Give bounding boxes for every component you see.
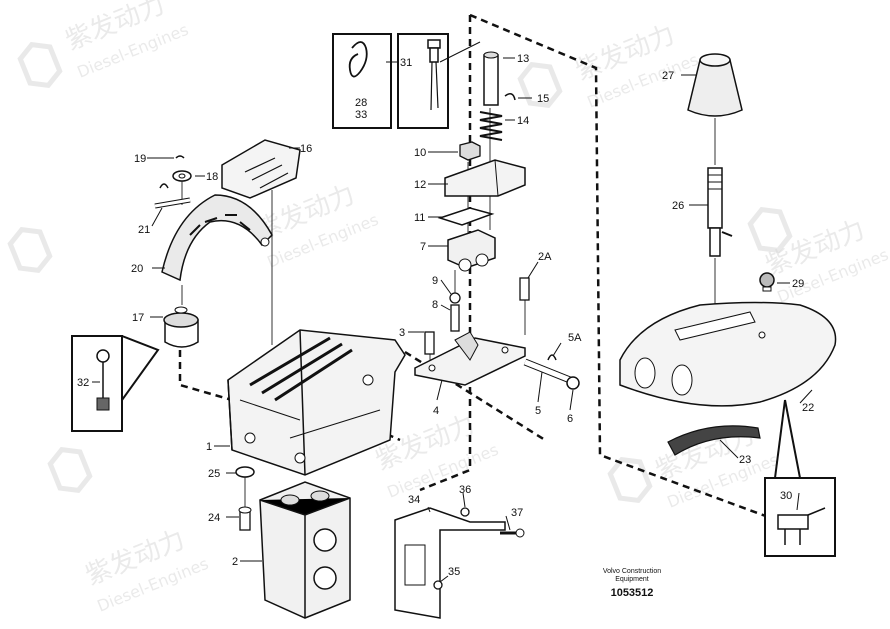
callout-25: 25 (208, 468, 220, 480)
callout-8: 8 (432, 299, 438, 311)
part-9-ball (449, 292, 461, 304)
part-26-shaft (707, 167, 733, 257)
part-18-washer (172, 170, 192, 182)
part-2A-bolt (519, 277, 530, 301)
part-6-washer (566, 376, 580, 390)
part-27-knob (687, 53, 743, 117)
callout-7: 7 (420, 241, 426, 253)
callout-12: 12 (414, 179, 426, 191)
callout-33: 33 (355, 109, 367, 121)
watermark-logo-icon (47, 444, 93, 497)
part-24-bolt (238, 506, 252, 531)
callout-15: 15 (537, 93, 549, 105)
part-29-indicator-lamp (759, 272, 775, 292)
callout-4: 4 (433, 405, 439, 417)
callout-11: 11 (414, 212, 425, 224)
callout-36: 36 (459, 484, 471, 496)
callout-29: 29 (792, 278, 804, 290)
microswitch-icon (777, 514, 809, 530)
part-21-pin (154, 183, 191, 209)
part-35-screw (433, 580, 443, 590)
part-25-washer (235, 466, 255, 478)
callout-14: 14 (517, 115, 529, 127)
part-13-plunger (483, 51, 499, 106)
callout-31: 31 (400, 57, 412, 69)
part-34-bracket (394, 507, 506, 619)
callout-17: 17 (132, 312, 144, 324)
leader-lines (92, 41, 813, 583)
watermark-logo-icon (7, 224, 53, 277)
part-14-spring (479, 111, 503, 141)
callout-18: 18 (206, 171, 218, 183)
callout-28: 28 (355, 97, 367, 109)
callout-5A: 5A (568, 332, 582, 344)
part-3-bolt (424, 331, 435, 355)
part-23-seal-strip (667, 425, 761, 456)
part-20-bracket (161, 194, 273, 282)
callout-6: 6 (567, 413, 573, 425)
switch-head-icon (96, 349, 110, 363)
callout-3: 3 (399, 327, 405, 339)
part-7-lever-housing (447, 229, 496, 272)
callout-30: 30 (780, 490, 792, 502)
callout-24: 24 (208, 512, 220, 524)
callout-35: 35 (448, 566, 460, 578)
part-2-valve-block (259, 481, 351, 619)
callout-19: 19 (134, 153, 146, 165)
clip-part-icon (348, 41, 368, 78)
inset-30 (764, 399, 836, 557)
callout-1: 1 (206, 441, 212, 453)
part-37-screw (500, 528, 525, 538)
part-16-cover (221, 139, 301, 199)
callout-20: 20 (131, 263, 143, 275)
part-5A-clip (547, 354, 557, 361)
part-8-bolt (450, 304, 460, 332)
callout-5: 5 (535, 405, 541, 417)
callout-34: 34 (408, 494, 420, 506)
part-11-gasket (437, 207, 495, 226)
callout-22: 22 (802, 402, 814, 414)
callout-13: 13 (517, 53, 529, 65)
callout-27: 27 (662, 70, 674, 82)
part-10-nut (459, 141, 481, 161)
part-1-main-frame (227, 329, 406, 476)
callout-26: 26 (672, 200, 684, 212)
callout-37: 37 (511, 507, 523, 519)
part-5-pin (523, 358, 572, 384)
inset-28-33 (332, 33, 392, 129)
part-19-clip (175, 155, 185, 159)
part-22-console-cover (619, 301, 837, 407)
footer-line2: Equipment (615, 576, 649, 583)
footer: Volvo Construction Equipment 1053512 (603, 568, 661, 599)
callout-2: 2 (232, 556, 238, 568)
callout-32: 32 (77, 377, 89, 389)
part-36-screw (460, 507, 470, 517)
callout-10: 10 (414, 147, 426, 159)
callout-2A: 2A (538, 251, 552, 263)
part-15-clip (504, 93, 516, 101)
callout-23: 23 (739, 454, 751, 466)
callout-21: 21 (138, 224, 150, 236)
inset-31 (397, 33, 449, 129)
part-4-base-plate (414, 331, 526, 386)
callout-9: 9 (432, 275, 438, 287)
watermark-logo-icon (17, 39, 63, 92)
callout-16: 16 (300, 143, 312, 155)
inset-32 (71, 335, 160, 432)
callout-labels: 19 18 21 20 17 16 1 25 24 2 28 33 31 13 … (77, 53, 814, 578)
watermark-logo-icon (607, 454, 653, 507)
footer-line1: Volvo Construction (603, 568, 661, 575)
part-17-damper (163, 306, 199, 348)
part-12-bracket (444, 159, 526, 197)
footer-number: 1053512 (611, 587, 654, 599)
sensor-part-icon (429, 47, 439, 63)
